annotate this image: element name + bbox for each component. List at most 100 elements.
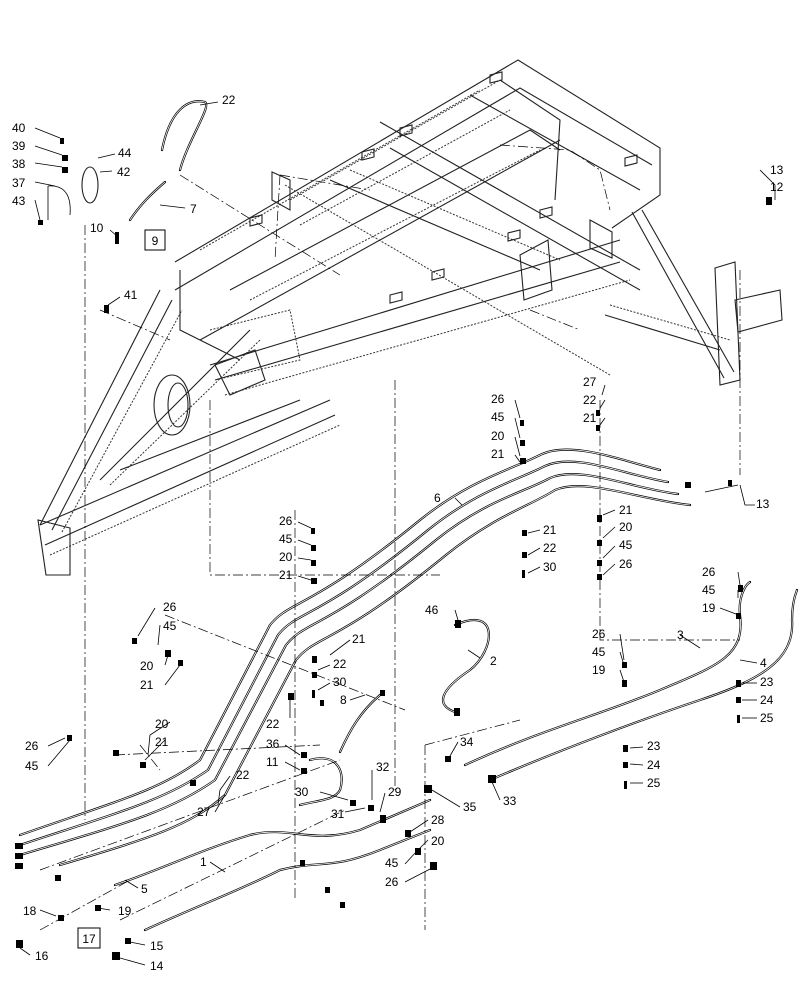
callout: 36	[266, 737, 280, 751]
hoses	[18, 100, 799, 932]
callout: 26	[619, 557, 633, 571]
reference-box-label: 17	[82, 932, 96, 946]
callout: 16	[35, 949, 49, 963]
reference-box-9[interactable]: 9	[144, 229, 166, 251]
callout: 19	[592, 663, 606, 677]
callout: 21	[352, 632, 366, 646]
callout: 26	[279, 514, 293, 528]
hose-6-a	[18, 448, 662, 837]
callout: 41	[124, 288, 138, 302]
callout: 18	[23, 904, 37, 918]
callout: 22	[333, 657, 347, 671]
callout: 21	[140, 678, 154, 692]
callout: 21	[619, 503, 633, 517]
callout: 24	[647, 758, 661, 772]
callout: 22	[583, 393, 597, 407]
callout: 45	[491, 410, 505, 424]
callout: 14	[150, 959, 164, 973]
callout: 32	[376, 760, 390, 774]
reference-box-17[interactable]: 17	[77, 927, 101, 949]
callout: 27	[197, 805, 211, 819]
callout: 20	[431, 834, 445, 848]
callout: 3	[677, 628, 684, 642]
callout: 37	[12, 176, 26, 190]
hose-6-b	[18, 460, 670, 847]
callout: 13	[756, 497, 770, 511]
boom-frame	[37, 59, 783, 576]
fittings	[15, 138, 772, 960]
hose-6-c	[18, 473, 680, 857]
callout: 25	[760, 711, 774, 725]
reference-box-label: 9	[152, 234, 159, 248]
callout: 22	[236, 768, 250, 782]
phantom-lines	[39, 144, 741, 931]
callout: 26	[592, 627, 606, 641]
hose-4	[488, 588, 799, 782]
callout: 33	[503, 794, 517, 808]
callout: 42	[117, 165, 131, 179]
callout: 24	[760, 693, 774, 707]
callout: 21	[543, 523, 557, 537]
callout: 23	[760, 675, 774, 689]
callout: 21	[583, 411, 597, 425]
callout: 20	[140, 659, 154, 673]
callout: 45	[25, 759, 39, 773]
callout: 26	[163, 600, 177, 614]
callout: 22	[266, 717, 280, 731]
callout: 8	[340, 693, 347, 707]
callout: 30	[333, 675, 347, 689]
callout: 26	[491, 392, 505, 406]
callout: 10	[90, 221, 104, 235]
callout: 30	[295, 785, 309, 799]
callout: 45	[163, 619, 177, 633]
callout: 6	[434, 491, 441, 505]
callout: 20	[279, 550, 293, 564]
leader-lines	[19, 101, 776, 966]
callout: 22	[543, 541, 557, 555]
callout: 31	[331, 807, 345, 821]
callout: 39	[12, 139, 26, 153]
callout: 45	[619, 538, 633, 552]
callout: 20	[491, 429, 505, 443]
callout: 25	[647, 776, 661, 790]
callout: 4	[760, 656, 767, 670]
callout: 7	[190, 202, 197, 216]
callout: 45	[592, 645, 606, 659]
callout: 19	[702, 601, 716, 615]
hose-22-upper	[160, 100, 208, 172]
callout: 15	[150, 939, 164, 953]
callout: 45	[385, 856, 399, 870]
callout: 19	[118, 904, 132, 918]
hose-5	[113, 798, 432, 887]
callout: 21	[279, 568, 293, 582]
callout: 43	[12, 194, 26, 208]
callout: 2	[490, 654, 497, 668]
callout: 26	[25, 739, 39, 753]
callout: 1	[200, 855, 207, 869]
callout: 20	[619, 520, 633, 534]
callout: 44	[118, 146, 132, 160]
callout: 46	[425, 603, 439, 617]
callout: 13	[770, 163, 784, 177]
hose-7	[128, 180, 167, 222]
callout: 29	[388, 785, 402, 799]
callout: 20	[155, 717, 169, 731]
callout: 45	[702, 583, 716, 597]
callout: 23	[647, 739, 661, 753]
callout: 38	[12, 157, 26, 171]
callout: 22	[222, 93, 236, 107]
callout: 30	[543, 560, 557, 574]
hose-2	[442, 618, 490, 714]
callout: 12	[770, 180, 784, 194]
callout: 26	[702, 565, 716, 579]
callout: 11	[266, 755, 279, 769]
callout: 27	[583, 375, 597, 389]
callout: 5	[141, 882, 148, 896]
callout: 34	[460, 735, 474, 749]
callout: 28	[431, 813, 445, 827]
callout-labels: 22 40 39 38 37 43 44 42 7 10 41 13 12 27…	[12, 93, 784, 973]
callout: 21	[155, 735, 169, 749]
callout: 40	[12, 121, 26, 135]
callout: 35	[463, 800, 477, 814]
